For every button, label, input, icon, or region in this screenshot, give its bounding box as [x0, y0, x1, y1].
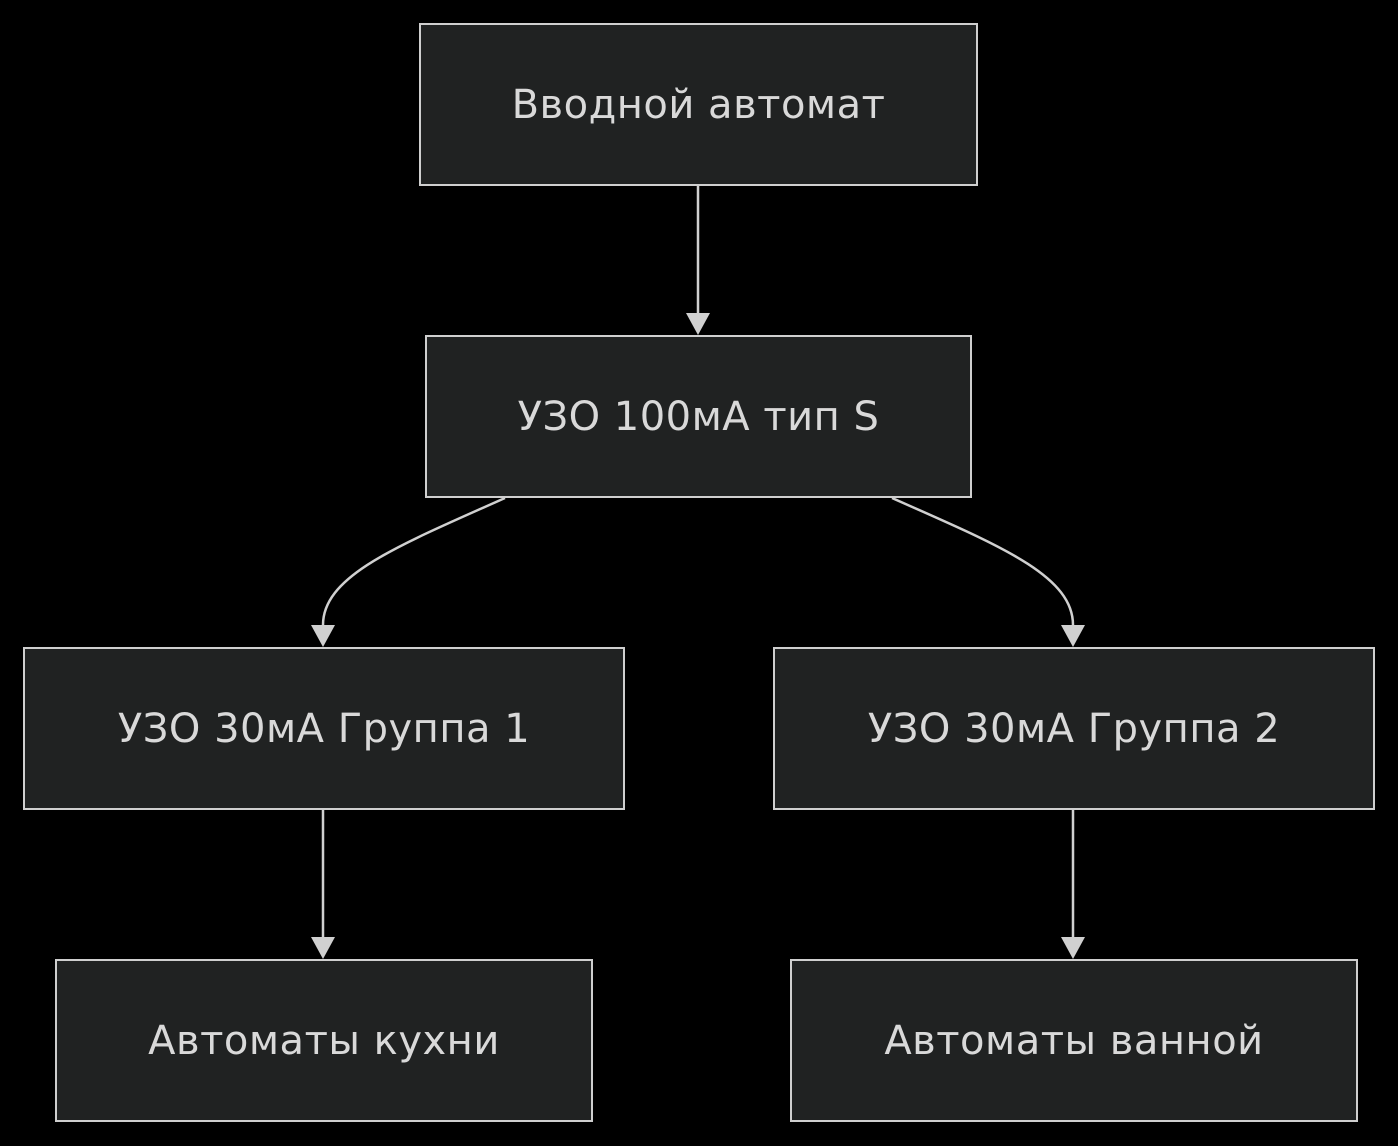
arrowhead-input-to-rcd100: [686, 313, 710, 335]
node-rcd-100ma-label: УЗО 100мА тип S: [517, 393, 880, 440]
node-rcd-30ma-group2: УЗО 30мА Группа 2: [773, 647, 1375, 810]
node-bathroom-breakers-label: Автоматы ванной: [884, 1017, 1264, 1064]
node-input-breaker: Вводной автомат: [419, 23, 978, 186]
node-rcd-30ma-group1-label: УЗО 30мА Группа 1: [117, 705, 531, 752]
node-input-breaker-label: Вводной автомат: [511, 81, 886, 128]
arrowhead-rcd100-to-group1: [311, 625, 335, 647]
node-rcd-100ma: УЗО 100мА тип S: [425, 335, 972, 498]
arrowhead-group1-to-kitchen: [311, 937, 335, 959]
node-rcd-30ma-group2-label: УЗО 30мА Группа 2: [867, 705, 1281, 752]
node-bathroom-breakers: Автоматы ванной: [790, 959, 1358, 1122]
node-kitchen-breakers: Автоматы кухни: [55, 959, 593, 1122]
edge-rcd100-to-group2: [891, 496, 1075, 626]
arrowhead-rcd100-to-group2: [1061, 625, 1085, 647]
node-rcd-30ma-group1: УЗО 30мА Группа 1: [23, 647, 625, 810]
arrowhead-group2-to-bathroom: [1061, 937, 1085, 959]
node-kitchen-breakers-label: Автоматы кухни: [148, 1017, 500, 1064]
edge-rcd100-to-group1: [321, 496, 506, 626]
